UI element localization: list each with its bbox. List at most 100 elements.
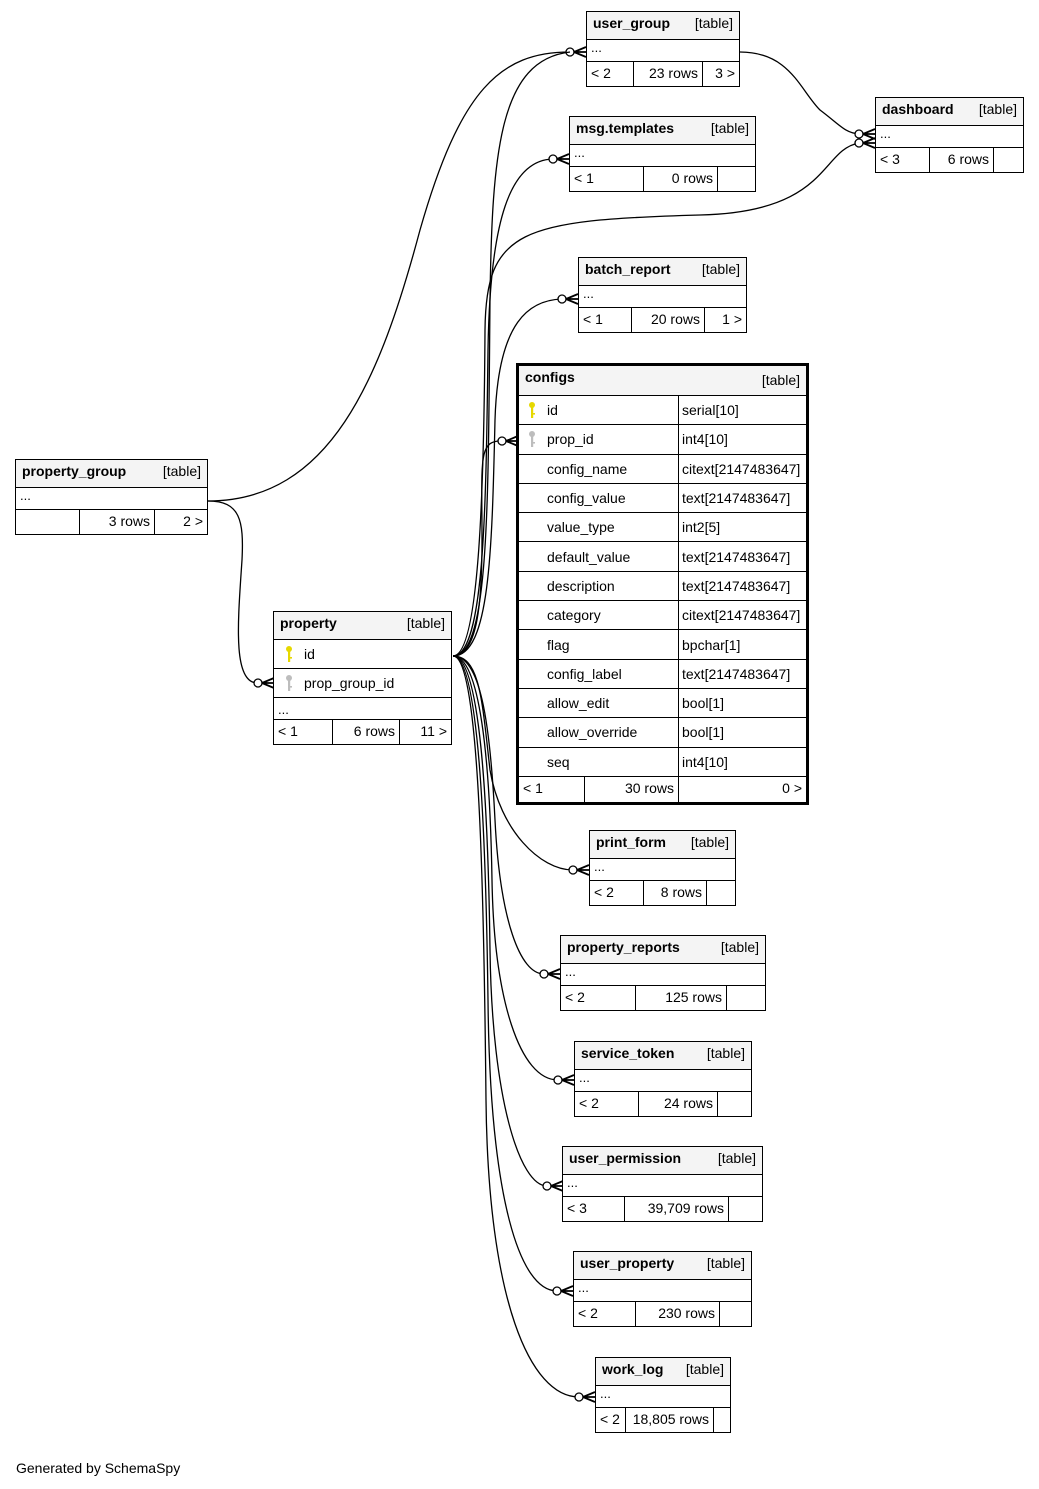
parents-count[interactable]: < 2 <box>590 881 644 905</box>
children-count[interactable] <box>729 1197 762 1221</box>
children-count[interactable] <box>718 167 755 191</box>
zero-or-many-circle-icon <box>553 1075 563 1085</box>
parents-count[interactable]: < 1 <box>570 167 644 191</box>
children-count[interactable]: 11 > <box>420 723 447 739</box>
parents-count[interactable]: < 3 <box>563 1197 625 1221</box>
parents-count[interactable]: < 2 <box>574 1302 636 1326</box>
children-count[interactable]: 2 > <box>183 513 203 529</box>
edge-user-group-to-dashboard <box>739 51 860 135</box>
children-count[interactable]: 0 > <box>782 779 802 796</box>
crows-foot-icon <box>550 1180 564 1192</box>
children-count[interactable] <box>718 1092 751 1116</box>
zero-or-many-circle-icon <box>497 436 507 446</box>
crows-foot-icon <box>261 677 275 689</box>
children-count[interactable] <box>707 881 735 905</box>
parents-count[interactable]: < 2 <box>561 986 636 1010</box>
table-name[interactable]: dashboard <box>882 101 954 117</box>
table-name[interactable]: service_token <box>581 1045 675 1061</box>
row-count: 125 rows <box>636 986 727 1010</box>
zero-or-many-circle-icon <box>548 154 558 164</box>
children-count[interactable] <box>727 986 765 1010</box>
table-name[interactable]: user_property <box>580 1255 675 1271</box>
column-name: prop_group_id <box>304 675 395 691</box>
zero-or-many-circle-icon <box>539 969 549 979</box>
table-name[interactable]: property_reports <box>567 939 680 955</box>
edge-property-to-dashboard <box>452 142 860 657</box>
parents-count[interactable]: < 2 <box>587 62 634 86</box>
column-name-cell: flag <box>519 630 679 659</box>
parents-count[interactable]: < 2 <box>596 1408 626 1432</box>
table-type: [table] <box>685 1361 724 1377</box>
children-count[interactable]: 1 > <box>722 311 742 327</box>
parents-count[interactable] <box>16 510 80 534</box>
parents-count[interactable]: < 3 <box>876 148 930 172</box>
foreign-key-icon <box>525 430 539 448</box>
column-row[interactable]: prop_group_id <box>274 669 451 698</box>
table-name[interactable]: user_group <box>593 15 671 31</box>
zero-or-many-circle-icon <box>557 294 567 304</box>
row-count: 6 rows <box>930 148 994 172</box>
column-type: int4[10] <box>682 431 728 448</box>
parents-count[interactable]: < 1 <box>579 308 632 332</box>
children-count[interactable] <box>994 148 1023 172</box>
column-name-cell: default_value <box>519 542 679 571</box>
table-name[interactable]: user_permission <box>569 1150 682 1166</box>
zero-or-many-circle-icon <box>854 138 864 148</box>
edge-property-to-service-token <box>452 655 559 1081</box>
row-count: 30 rows <box>585 776 679 802</box>
parents-count[interactable]: < 2 <box>575 1092 639 1116</box>
column-name-cell: config_label <box>519 659 679 688</box>
table-name[interactable]: msg.templates <box>576 120 675 136</box>
table-property[interactable]: property[table] id prop_group_id ... < 1… <box>273 611 452 745</box>
table-type: [table] <box>706 1045 745 1061</box>
columns-ellipsis: ... <box>575 1070 751 1092</box>
column-type: text[2147483647] <box>682 665 791 682</box>
table-type: [table] <box>690 834 729 850</box>
row-count: 8 rows <box>644 881 707 905</box>
children-count[interactable] <box>720 1302 751 1326</box>
children-count[interactable] <box>714 1408 730 1432</box>
table-name[interactable]: property_group <box>22 463 127 479</box>
parents-count[interactable]: < 1 <box>519 776 585 802</box>
column-row[interactable]: id <box>274 640 451 669</box>
parents-count[interactable]: < 1 <box>274 720 333 744</box>
column-name-cell: description <box>519 571 679 601</box>
table-name[interactable]: configs <box>525 369 575 385</box>
crows-foot-icon <box>561 1074 575 1086</box>
crows-foot-icon <box>565 293 579 305</box>
children-count[interactable]: 3 > <box>715 65 735 81</box>
table-name[interactable]: work_log <box>602 1361 664 1377</box>
table-name[interactable]: print_form <box>596 834 666 850</box>
column-type: bpchar[1] <box>682 636 741 653</box>
table-name[interactable]: batch_report <box>585 261 671 277</box>
column-name: config_value <box>547 490 626 507</box>
column-type: bool[1] <box>682 695 725 712</box>
table-name[interactable]: property <box>280 615 337 631</box>
column-name: seq <box>547 753 570 770</box>
